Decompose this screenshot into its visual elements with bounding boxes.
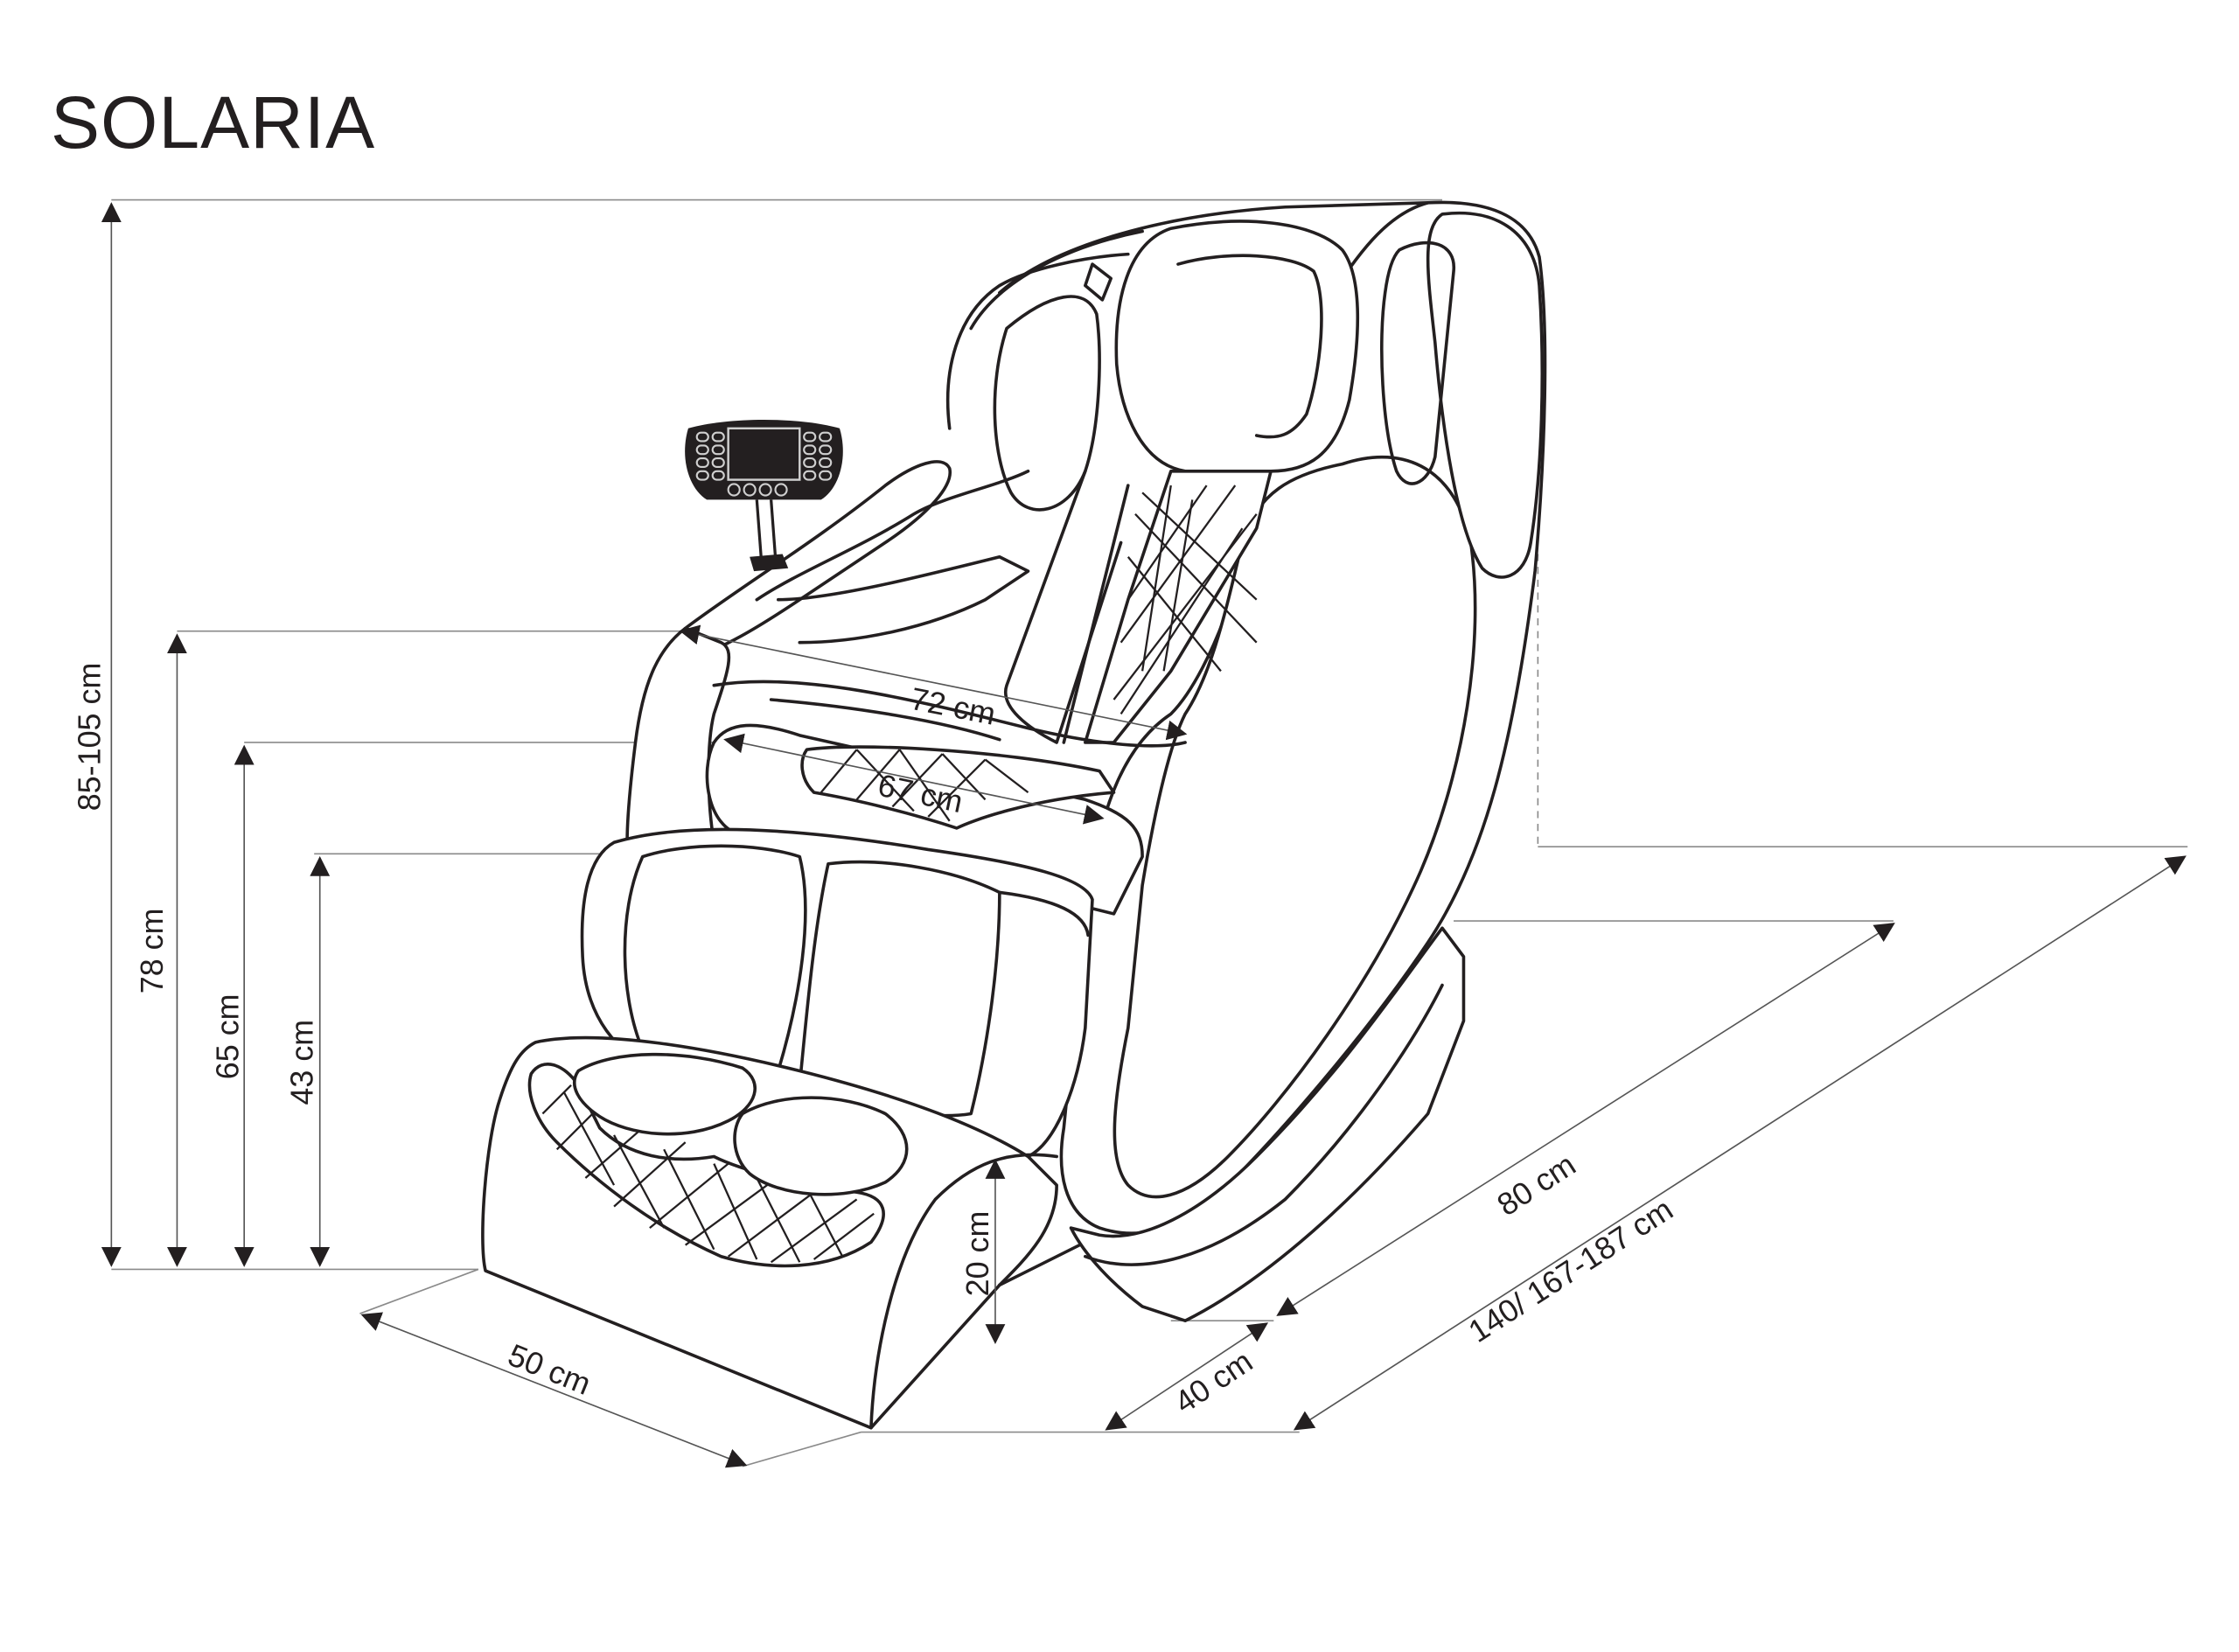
label-total-height: 85-105 cm (71, 663, 107, 812)
label-base-width: 40 cm (1168, 1343, 1259, 1421)
label-outer-width: 72 cm (908, 680, 999, 732)
label-armrest-height: 78 cm (134, 908, 170, 993)
product-title: SOLARIA (51, 81, 376, 164)
label-seat-back-height: 65 cm (210, 993, 246, 1079)
label-footrest-depth: 50 cm (503, 1336, 596, 1402)
label-seat-height: 43 cm (284, 1020, 320, 1105)
label-depth: 80 cm (1490, 1147, 1581, 1223)
label-length-reclined: 140/ 167-187 cm (1461, 1191, 1678, 1349)
dimension-lines (101, 202, 2187, 1468)
remote-control-icon (685, 420, 843, 572)
label-footrest-height: 20 cm (959, 1211, 995, 1297)
massage-chair (481, 200, 1547, 1430)
